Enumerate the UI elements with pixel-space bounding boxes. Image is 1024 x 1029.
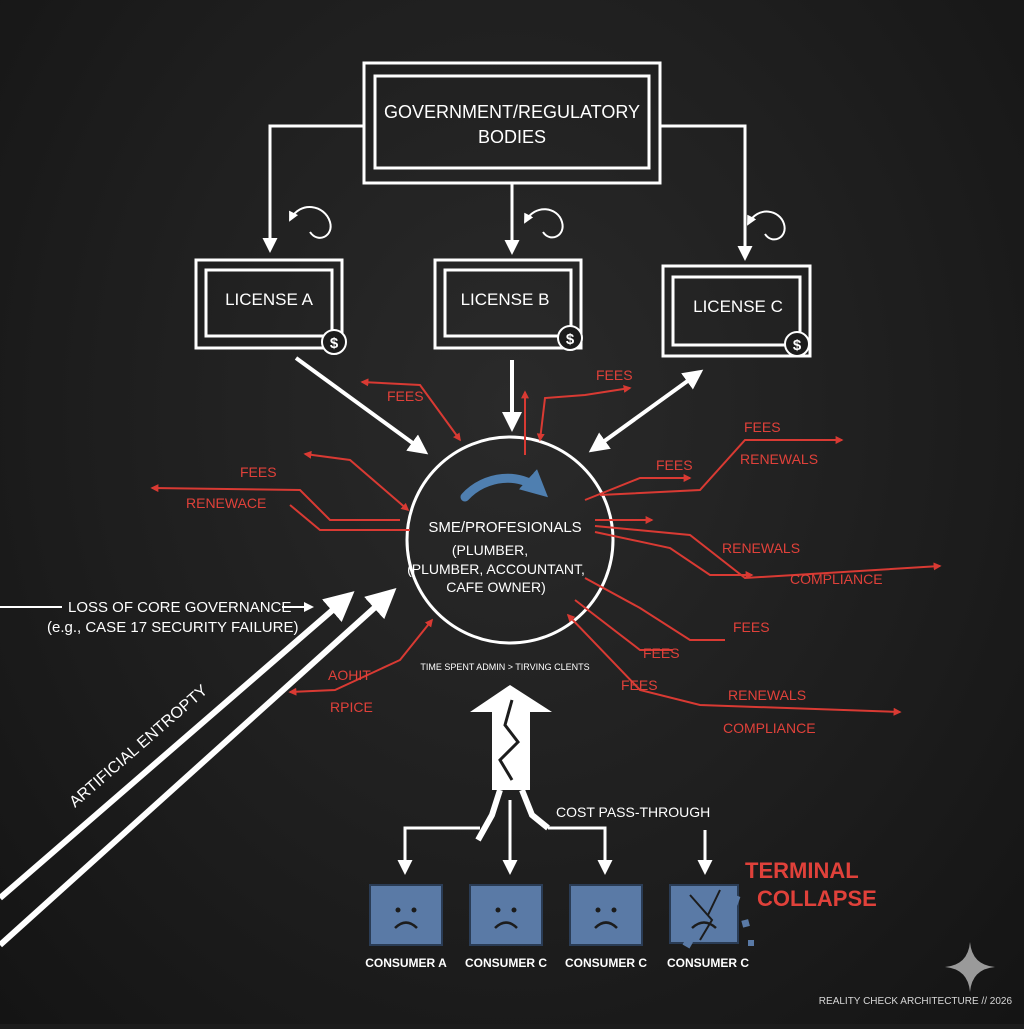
license-b-label: LICENSE B — [461, 290, 550, 309]
terminal-collapse-line2: COLLAPSE — [757, 886, 877, 911]
dollar-icon: $ — [566, 331, 575, 348]
fees-label: FEES — [656, 457, 693, 473]
dollar-icon — [321, 329, 347, 355]
renewals-label: RENEWALS — [740, 451, 818, 467]
sad-face-icon — [394, 921, 418, 929]
license-b-box: LICENSE B $ — [433, 258, 583, 351]
sme-circle: SME/PROFESIONALS (PLUMBER, (PLUMBER, ACC… — [405, 435, 615, 672]
sparkle-icon — [945, 942, 995, 992]
governance-line2: (e.g., CASE 17 SECURITY FAILURE) — [47, 619, 298, 636]
compliance-label: COMPLIANCE — [790, 571, 883, 587]
authority-arrows — [262, 124, 786, 261]
red-flows — [150, 378, 942, 716]
entropy-arrow: ARTIFICIAL ENTROPTY — [0, 587, 397, 948]
consumer-a: CONSUMER A — [365, 884, 447, 970]
regulatory-title-line2: BODIES — [478, 127, 546, 147]
arrow-license-a-to-sme — [294, 356, 429, 455]
dollar-icon: $ — [793, 337, 802, 354]
fees-label: FEES — [387, 388, 424, 404]
renewals-label: RENEWALS — [722, 540, 800, 556]
time-spent-caption: TIME SPENT ADMIN > TIRVING CLENTS — [420, 662, 589, 672]
consumer-c-2: CONSUMER C — [565, 884, 647, 970]
renewace-label: RENEWACE — [186, 495, 266, 511]
entropy-label: ARTIFICIAL ENTROPTY — [66, 682, 211, 811]
cycle-arrow-icon — [460, 469, 549, 502]
fees-label: FEES — [621, 677, 658, 693]
renewals-label: RENEWALS — [728, 687, 806, 703]
red-labels: FEES FEES FEES RENEWACE FEES FEES RENEWA… — [186, 367, 883, 736]
footer-credit: REALITY CHECK ARCHITECTURE // 2026 — [819, 996, 1013, 1007]
loop-icon — [747, 210, 786, 241]
shard-icon — [748, 940, 754, 946]
license-a-label: LICENSE A — [225, 290, 314, 309]
arrow-to-license-a — [262, 124, 364, 253]
arrow-to-license-c — [660, 124, 753, 261]
fees-label: FEES — [744, 419, 781, 435]
consumer-label: CONSUMER C — [565, 956, 647, 970]
cost-pass-through-label: COST PASS-THROUGH — [556, 804, 710, 820]
terminal-collapse: TERMINAL COLLAPSE — [745, 858, 877, 911]
fees-label: FEES — [733, 619, 770, 635]
sad-face-icon — [494, 921, 518, 929]
dollar-icon: $ — [330, 335, 339, 352]
license-c-box: LICENSE C $ — [661, 264, 812, 358]
consumer-c-3-collapsing: CONSUMER C — [667, 884, 754, 970]
cost-pass-through: COST PASS-THROUGH — [397, 685, 713, 875]
loop-icon — [524, 208, 564, 239]
terminal-collapse-line1: TERMINAL — [745, 858, 859, 883]
shard-icon — [682, 938, 693, 949]
compliance-label: COMPLIANCE — [723, 720, 816, 736]
arrow-license-c-to-sme — [588, 369, 704, 453]
aohit-label: AOHIT — [328, 667, 371, 683]
governance-loss: LOSS OF CORE GOVERNANCE (e.g., CASE 17 S… — [0, 599, 314, 636]
shard-icon — [741, 919, 750, 928]
regulatory-title-line1: GOVERNMENT/REGULATORY — [384, 102, 640, 122]
regulatory-bodies-box: GOVERNMENT/REGULATORY BODIES — [362, 61, 662, 185]
consumer-label: CONSUMER C — [465, 956, 547, 970]
sad-face-icon — [691, 921, 717, 929]
license-a-box: LICENSE A $ — [194, 258, 347, 355]
governance-line1: LOSS OF CORE GOVERNANCE — [68, 599, 291, 616]
shard-icon — [728, 893, 741, 906]
sad-face-icon — [594, 921, 618, 929]
consumer-label: CONSUMER C — [667, 956, 749, 970]
sme-line2: (PLUMBER, — [452, 542, 528, 558]
fees-label: FEES — [643, 645, 680, 661]
loop-icon — [289, 206, 332, 239]
cracked-arrow-icon — [470, 685, 552, 790]
dollar-icon — [784, 331, 810, 357]
rpice-label: RPICE — [330, 699, 373, 715]
dollar-icon — [557, 325, 583, 351]
sme-line4: CAFE OWNER) — [446, 579, 546, 595]
fees-label: FEES — [240, 464, 277, 480]
consumer-c-1: CONSUMER C — [465, 884, 547, 970]
sme-line3: (PLUMBER, ACCOUNTANT, — [407, 561, 585, 577]
sme-title: SME/PROFESIONALS — [428, 519, 581, 536]
consumer-label: CONSUMER A — [365, 956, 447, 970]
license-c-label: LICENSE C — [693, 297, 783, 316]
fees-label: FEES — [596, 367, 633, 383]
